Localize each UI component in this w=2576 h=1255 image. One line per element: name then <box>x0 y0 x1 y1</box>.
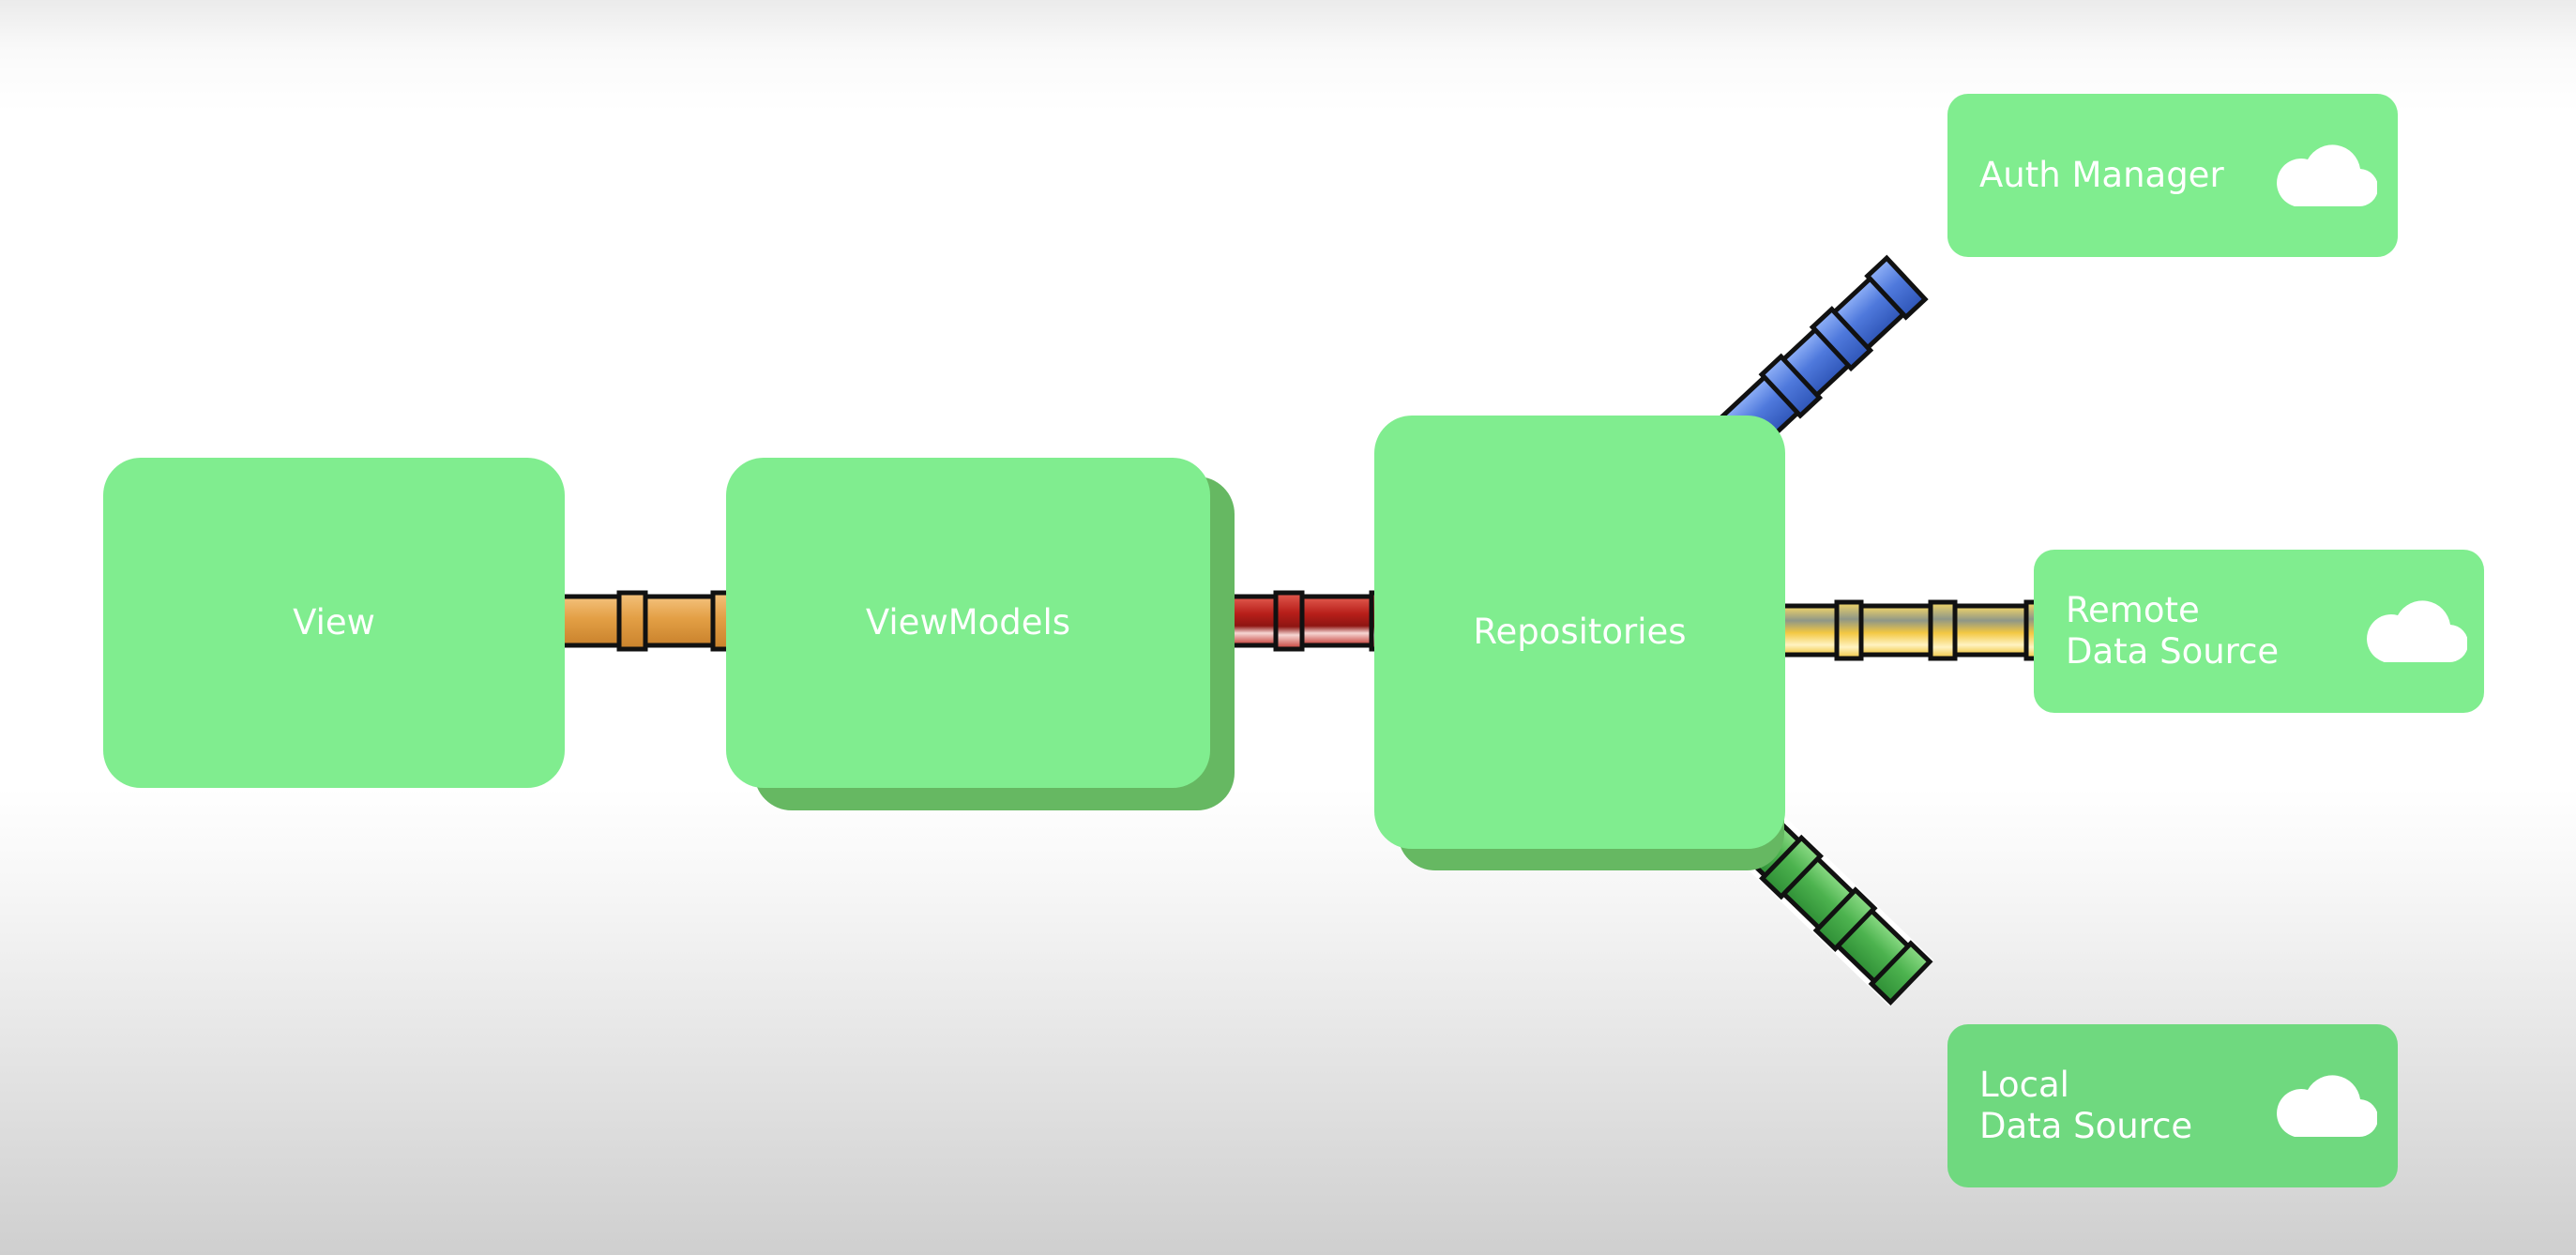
remote-label-line1: Remote <box>2066 590 2200 630</box>
remote-label-line2: Data Source <box>2066 631 2280 672</box>
remote-data-source-text: Remote Data Source <box>2066 590 2279 673</box>
repositories-box: Repositories <box>1374 416 1785 849</box>
local-data-source-text: Local Data Source <box>1979 1065 2192 1147</box>
pipe-repositories-auth <box>1703 252 1931 471</box>
remote-data-source-box: Remote Data Source <box>2034 550 2484 713</box>
cloud-icon <box>2367 600 2467 663</box>
view-box: View <box>103 458 565 788</box>
auth-manager-label: Auth Manager <box>1979 155 2224 195</box>
local-label-line1: Local <box>1979 1065 2069 1105</box>
local-label-line2: Data Source <box>1979 1106 2193 1146</box>
view-label: View <box>293 601 375 643</box>
cloud-icon <box>2277 1075 2377 1138</box>
repositories-label: Repositories <box>1473 611 1687 652</box>
viewmodels-label: ViewModels <box>865 601 1071 643</box>
local-data-source-box: Local Data Source <box>1947 1024 2398 1187</box>
cloud-icon <box>2277 144 2377 207</box>
auth-manager-box: Auth Manager <box>1947 94 2398 257</box>
viewmodels-box: ViewModels <box>726 458 1210 788</box>
pipe-repositories-remote <box>1750 598 2053 662</box>
